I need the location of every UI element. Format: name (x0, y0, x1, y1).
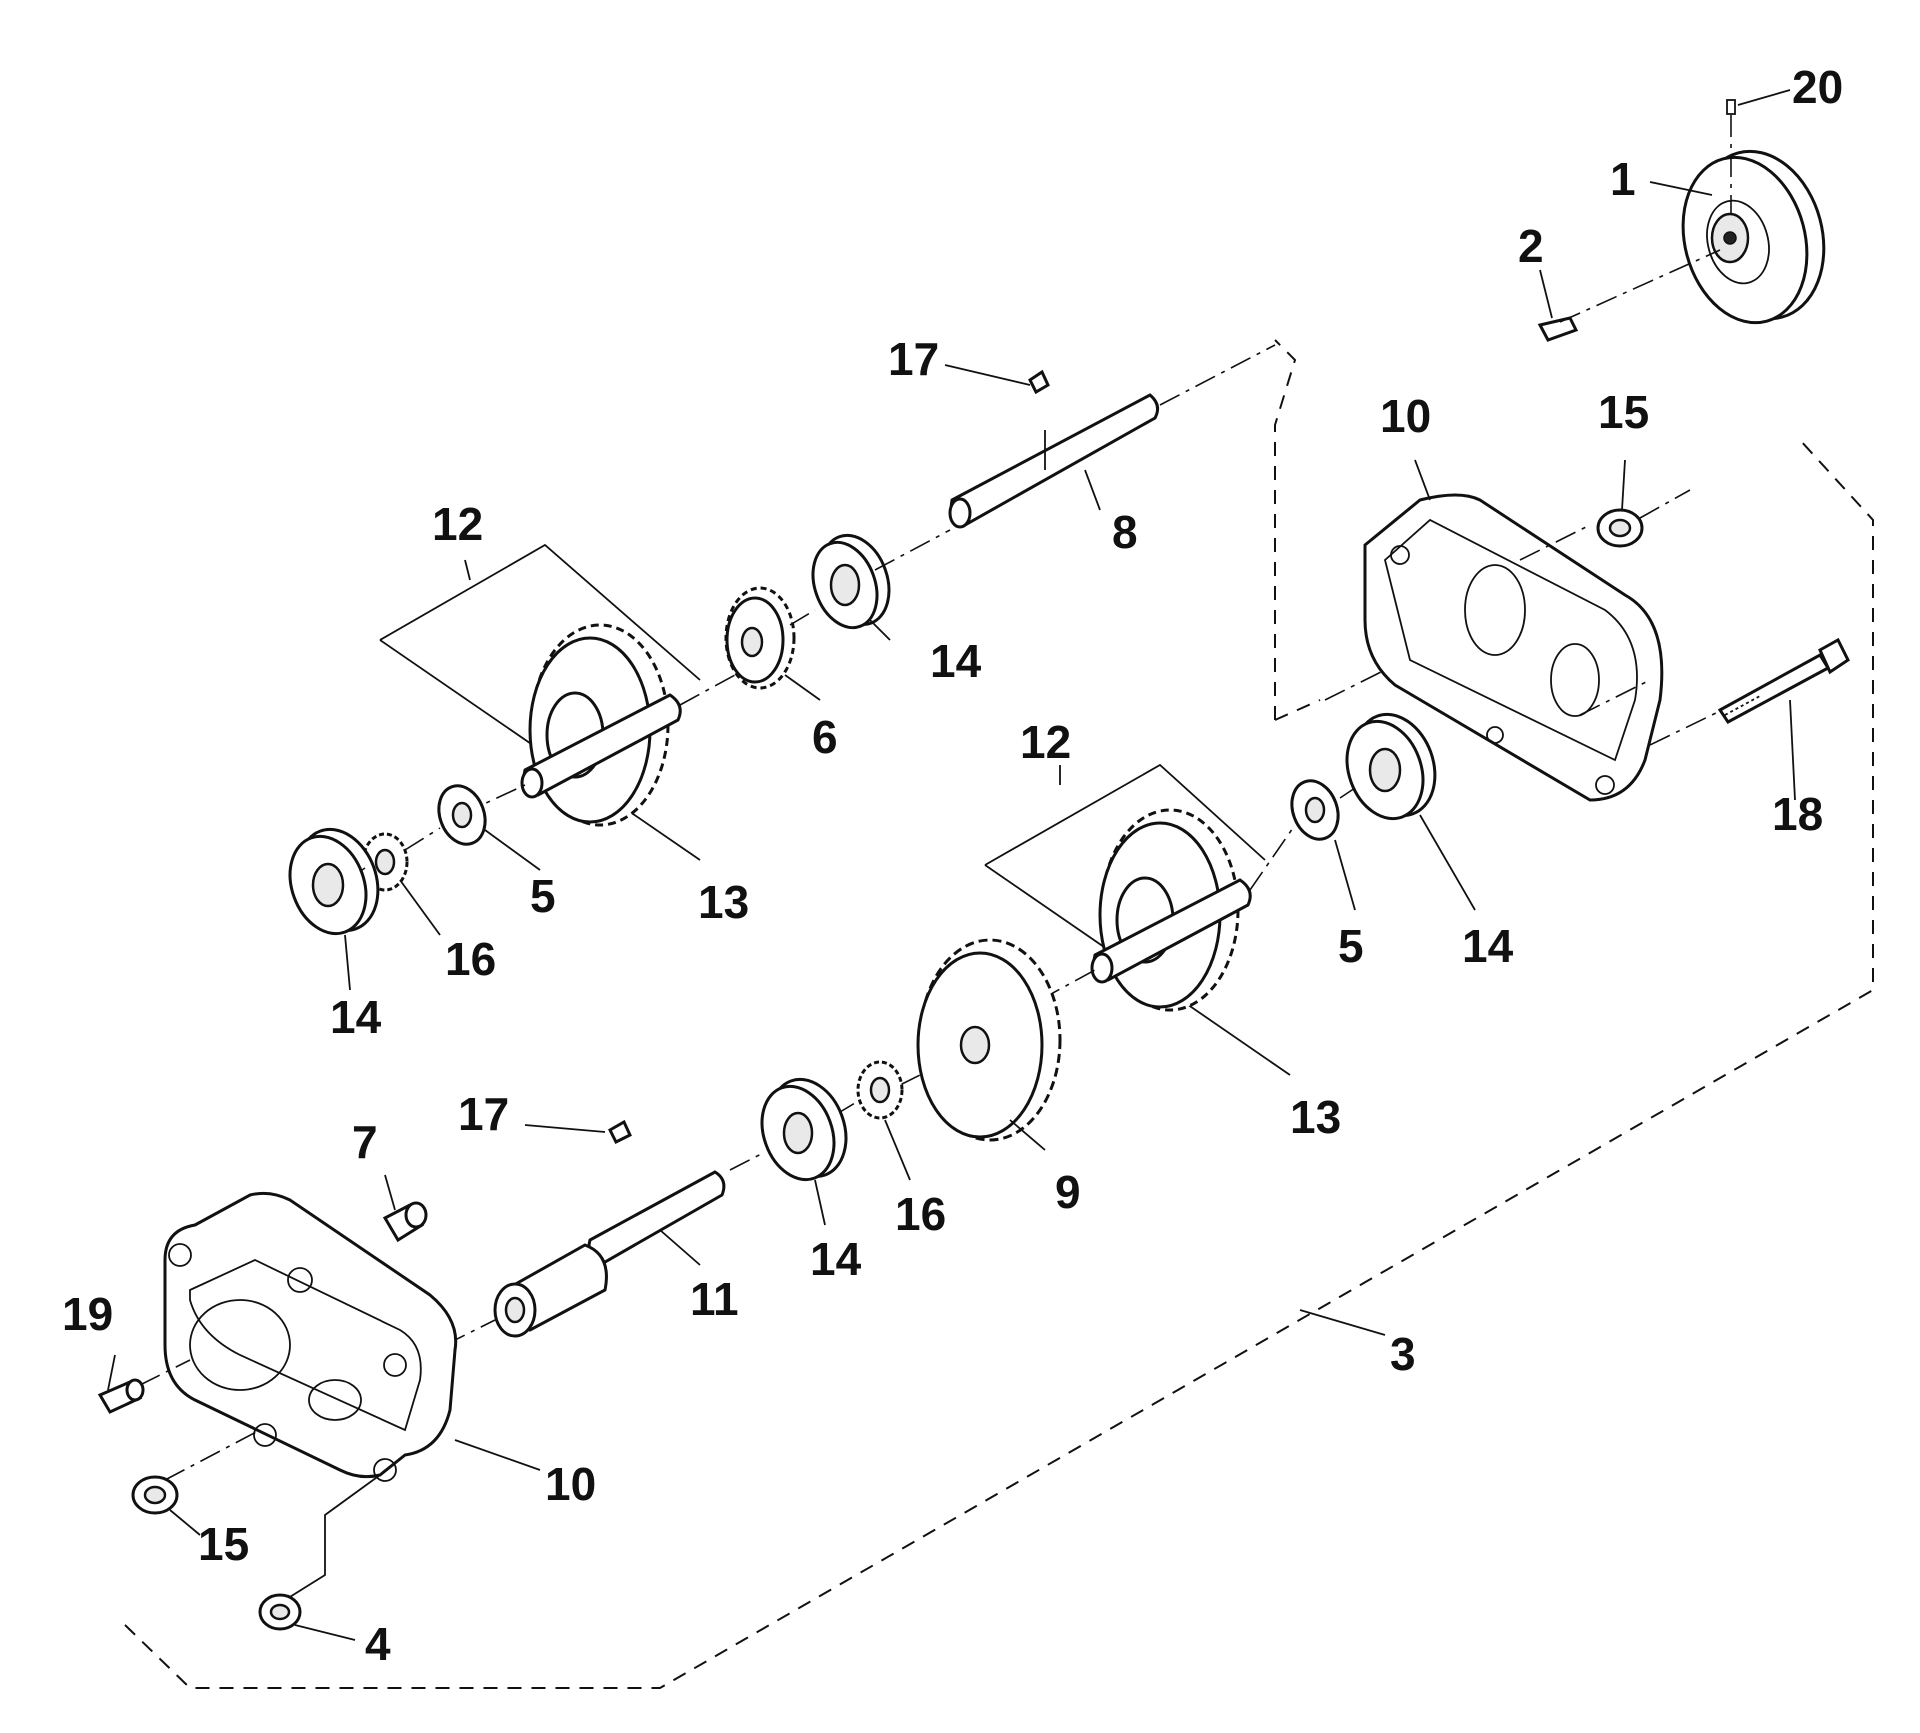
callout-17-top: 17 (888, 333, 939, 385)
right-washer-part (1290, 779, 1356, 841)
callout-6: 6 (812, 711, 838, 763)
callout-5-right: 5 (1338, 920, 1364, 972)
small-pinion-part (724, 586, 816, 690)
callout-14-right: 14 (1462, 920, 1514, 972)
upper-gear-cluster-part (379, 543, 736, 861)
callout-9: 9 (1055, 1166, 1081, 1218)
callout-12-mid: 12 (1020, 716, 1071, 768)
callout-17-bottom: 17 (458, 1088, 509, 1140)
upper-left-bearing-part (288, 827, 380, 936)
left-housing-part (139, 1191, 458, 1601)
right-seal-part (1596, 489, 1691, 548)
callout-12-left: 12 (432, 498, 483, 550)
callout-14-upper: 14 (930, 635, 982, 687)
callout-15-right: 15 (1598, 386, 1649, 438)
callout-16-bottom: 16 (895, 1188, 946, 1240)
callout-19: 19 (62, 1288, 113, 1340)
bushing-part (382, 1201, 428, 1243)
lower-bearing-part (729, 1077, 848, 1182)
callout-7: 7 (352, 1116, 378, 1168)
leader-lines (107, 89, 1796, 1641)
bolt-part (1649, 637, 1850, 746)
callout-1: 1 (1610, 153, 1636, 205)
upper-shaft-part (948, 344, 1276, 529)
right-housing-part (1324, 493, 1664, 802)
right-bearing-part (1345, 712, 1437, 821)
callout-4: 4 (365, 1618, 391, 1670)
lower-lockwasher-part (834, 1060, 904, 1120)
gear-part (899, 938, 1062, 1142)
callout-10-right: 10 (1380, 390, 1431, 442)
lower-shaft-part (444, 1119, 726, 1346)
nut-part (258, 1593, 302, 1631)
callout-14-left: 14 (330, 991, 382, 1043)
callout-11: 11 (690, 1273, 739, 1325)
key-part (1537, 249, 1721, 342)
upper-left-washer-part (437, 784, 487, 846)
callout-3: 3 (1390, 1328, 1416, 1380)
callout-20: 20 (1792, 61, 1843, 113)
callout-10-left: 10 (545, 1458, 596, 1510)
callout-2: 2 (1518, 220, 1544, 272)
callout-14-bottom: 14 (810, 1233, 862, 1285)
left-seal-part (131, 1475, 179, 1515)
callout-13-right: 13 (1290, 1091, 1341, 1143)
upper-bearing-part (811, 529, 951, 630)
callout-13-left: 13 (698, 876, 749, 928)
lower-gear-cluster-part (984, 763, 1296, 1076)
callout-16-left: 16 (445, 933, 496, 985)
callout-5-left: 5 (530, 870, 556, 922)
callout-15-left: 15 (198, 1518, 249, 1570)
assembly-outline (124, 339, 1874, 1689)
callout-18: 18 (1772, 788, 1823, 840)
callout-8: 8 (1112, 506, 1138, 558)
callout-labels: 20 1 2 17 10 15 8 12 14 6 12 18 5 13 16 … (62, 61, 1843, 1670)
pulley-part (1681, 99, 1826, 325)
plug-part (97, 1378, 145, 1414)
